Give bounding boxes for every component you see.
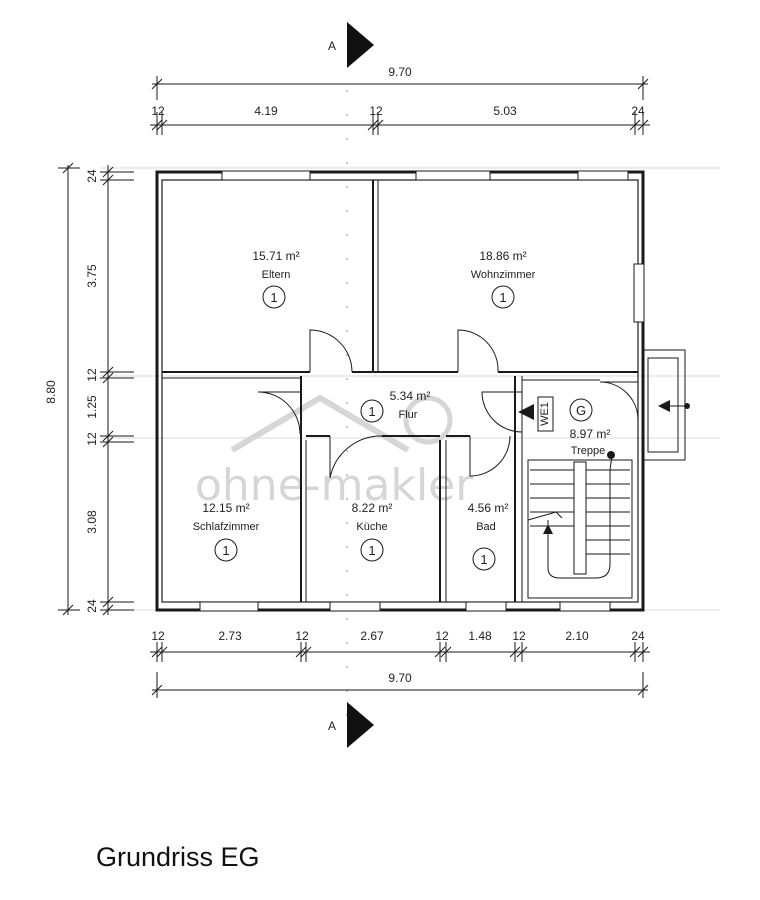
dim-label: 12 [85, 432, 99, 446]
dim-label: 5.03 [493, 104, 517, 118]
walls [155, 170, 645, 612]
room-name: Treppe [571, 445, 605, 457]
we1-box [537, 396, 554, 432]
dim-left-segments [100, 165, 134, 616]
entrance-dot [684, 403, 690, 409]
room-name: Küche [356, 521, 387, 533]
section-marker-top: A [328, 22, 374, 68]
room-name: Wohnzimmer [471, 269, 536, 281]
doors [257, 329, 639, 479]
dim-label: 12 [151, 629, 165, 643]
dim-label: 24 [85, 599, 99, 613]
room-flur: 5.34 m² Flur 1 [360, 389, 431, 423]
dim-label: 24 [631, 629, 645, 643]
dim-top-segments [150, 112, 650, 135]
section-marker-bottom: A [328, 702, 374, 748]
dim-label: 12 [151, 104, 165, 118]
section-letter: A [328, 39, 336, 53]
unit-marker [491, 285, 515, 309]
dim-label: 24 [631, 104, 645, 118]
dim-label: 9.70 [388, 65, 412, 79]
room-area: 18.86 m² [479, 249, 526, 263]
dim-label: 12 [512, 629, 526, 643]
dim-label: 4.19 [254, 104, 278, 118]
room-wohnzimmer: 18.86 m² Wohnzimmer 1 [471, 249, 536, 309]
dim-label: 3.75 [85, 264, 99, 288]
unit-number: 1 [270, 290, 277, 305]
room-area: 12.15 m² [202, 501, 249, 515]
dim-label: 1.25 [85, 395, 99, 419]
dim-label: 3.08 [85, 510, 99, 534]
room-area: 15.71 m² [252, 249, 299, 263]
room-eltern: 15.71 m² Eltern 1 [252, 249, 300, 309]
dim-bottom-segments [150, 642, 650, 662]
dim-label: 12 [85, 368, 99, 382]
room-area: 8.22 m² [352, 501, 393, 515]
dim-left-overall [58, 162, 80, 616]
room-name: Flur [399, 409, 418, 421]
unit-marker [360, 399, 384, 423]
room-bad: 4.56 m² Bad 1 [468, 501, 509, 571]
we1-arrow [518, 404, 534, 420]
unit-marker [360, 538, 384, 562]
unit-marker [472, 547, 496, 571]
dim-label: 12 [369, 104, 383, 118]
unit-marker [569, 398, 593, 422]
windows [199, 170, 645, 612]
dim-label: 12 [435, 629, 449, 643]
dim-label: 24 [85, 169, 99, 183]
dim-label: 12 [295, 629, 309, 643]
dim-label: 2.73 [218, 629, 242, 643]
entrance-arrow [658, 400, 670, 412]
room-name: Eltern [262, 269, 291, 281]
unit-marker [262, 285, 286, 309]
unit-number: G [576, 403, 586, 418]
unit-number: 1 [222, 543, 229, 558]
room-area: 4.56 m² [468, 501, 509, 515]
staircase [527, 454, 633, 599]
plan-title: Grundriss EG [96, 842, 260, 872]
dim-label: 1.48 [468, 629, 492, 643]
unit-number: 1 [368, 543, 375, 558]
dim-label: 2.67 [360, 629, 384, 643]
watermark: ohne-makler [195, 394, 474, 511]
dim-label: 2.10 [565, 629, 589, 643]
we1-label: WE1 [539, 402, 551, 426]
room-area: 5.34 m² [390, 389, 431, 403]
watermark-text: ohne-makler [195, 460, 474, 511]
room-treppe: G 8.97 m² Treppe [569, 398, 611, 457]
unit-number: 1 [368, 404, 375, 419]
room-name: Bad [476, 521, 496, 533]
dim-label: 9.70 [388, 671, 412, 685]
dim-label: 8.80 [44, 380, 58, 404]
room-area: 8.97 m² [570, 427, 611, 441]
dim-top-overall [151, 76, 649, 100]
unit-marker [214, 538, 238, 562]
room-kueche: 8.22 m² Küche 1 [352, 501, 393, 562]
unit-number: 1 [499, 290, 506, 305]
room-name: Schlafzimmer [193, 521, 260, 533]
room-schlafzimmer: 12.15 m² Schlafzimmer 1 [193, 501, 260, 562]
section-letter: A [328, 719, 336, 733]
dim-bottom-overall [151, 672, 649, 698]
stair-direction-arrow [543, 524, 553, 534]
stair-dot [607, 451, 615, 459]
unit-number: 1 [480, 552, 487, 567]
